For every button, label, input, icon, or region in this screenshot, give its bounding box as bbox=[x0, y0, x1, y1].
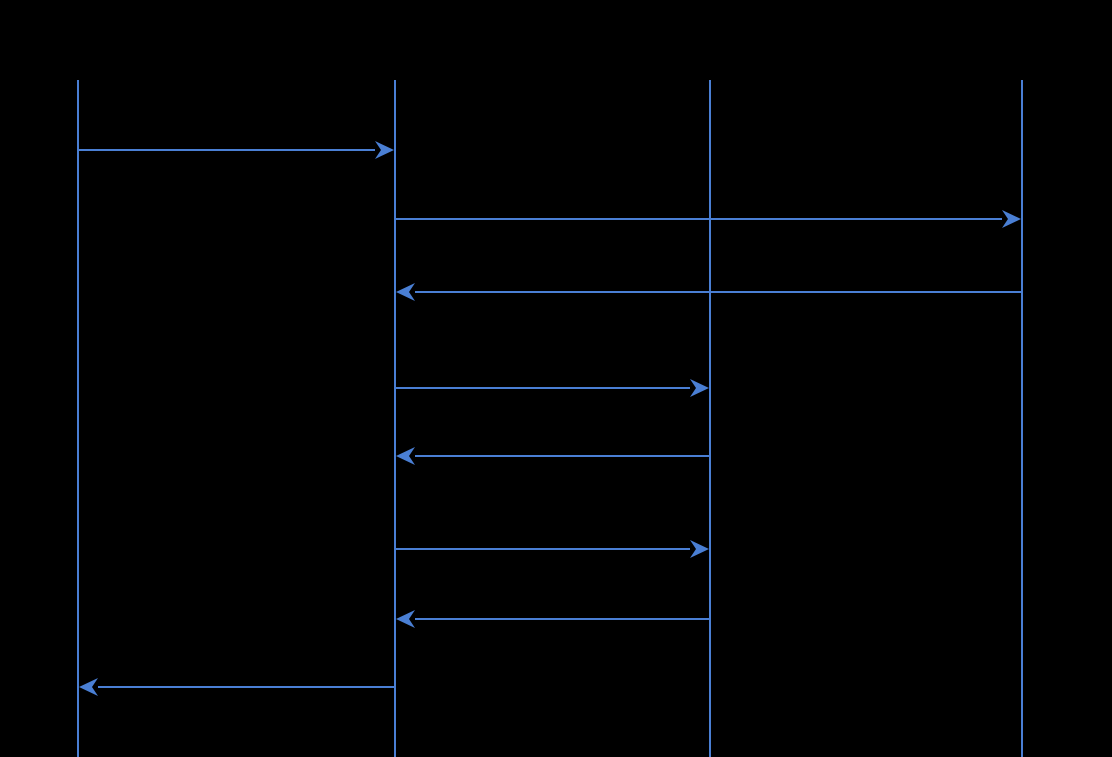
lifelines-group bbox=[77, 80, 1023, 757]
messages-group bbox=[78, 141, 1022, 696]
message-arrowhead-8 bbox=[79, 678, 98, 696]
message-arrowhead-2 bbox=[1002, 210, 1021, 228]
message-arrowhead-6 bbox=[690, 540, 709, 558]
message-arrowhead-1 bbox=[375, 141, 394, 159]
message-arrowhead-7 bbox=[396, 610, 415, 628]
message-arrowhead-5 bbox=[396, 447, 415, 465]
message-arrowhead-4 bbox=[690, 379, 709, 397]
message-arrowhead-3 bbox=[396, 283, 415, 301]
